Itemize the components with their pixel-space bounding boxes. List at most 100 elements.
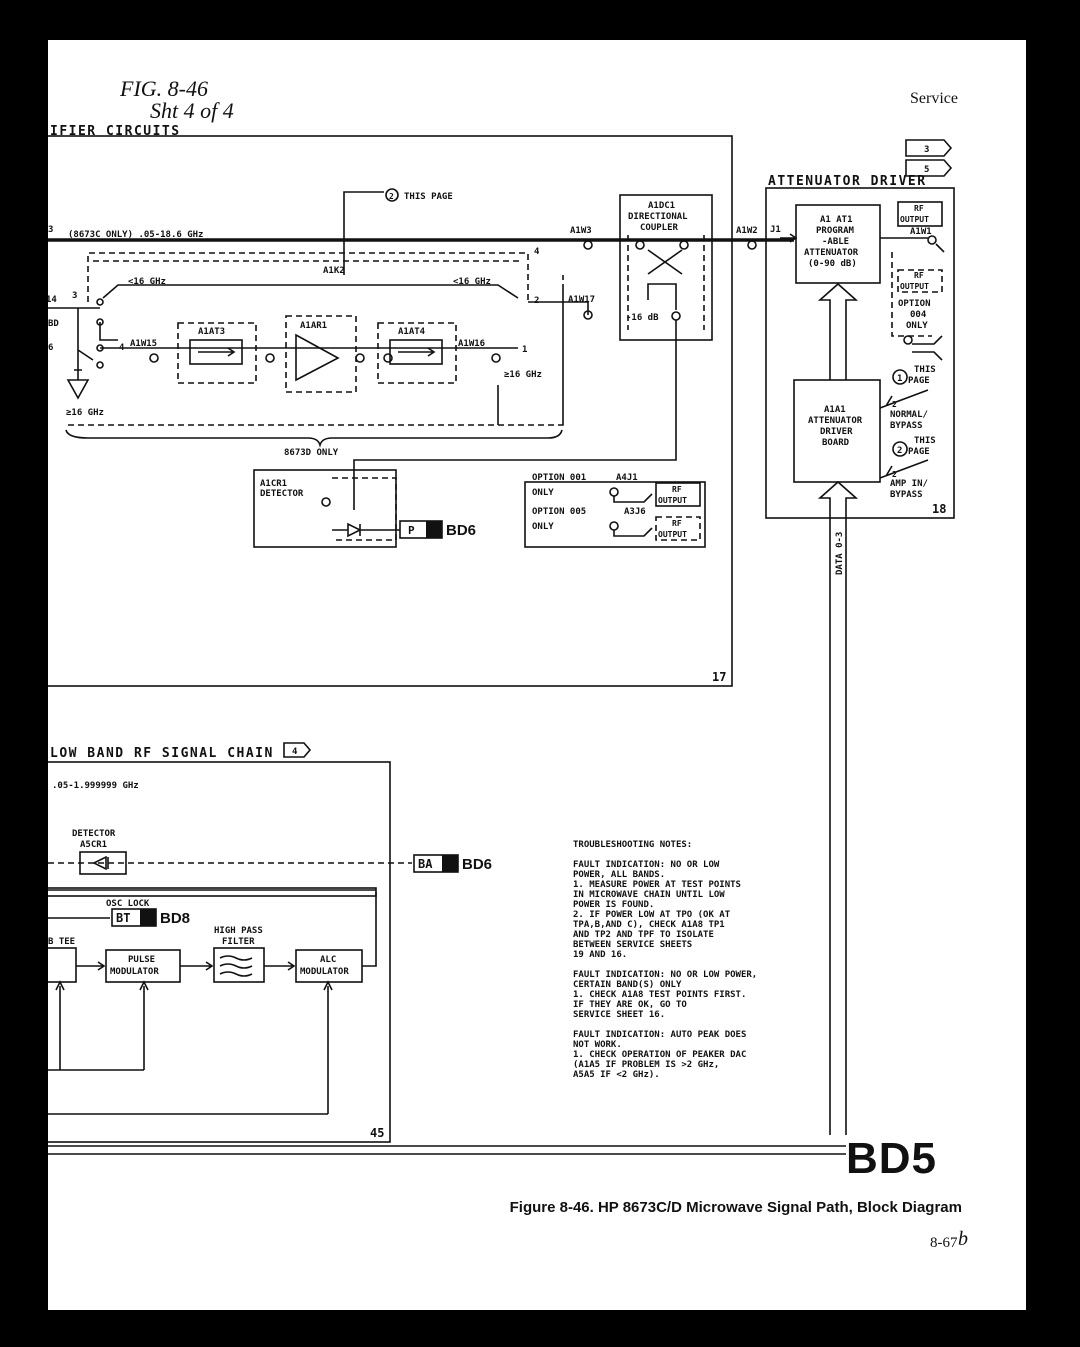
left-switch-lines: [48, 307, 118, 380]
connector: [383, 353, 393, 363]
low-detector-l1: DETECTOR: [72, 829, 116, 839]
this-page-marker-num: 2: [389, 192, 394, 201]
lt16-left: <16 GHz: [128, 277, 166, 287]
rf-output-top-l1: RF: [914, 204, 924, 213]
note-line: IN MICROWAVE CHAIN UNTIL LOW: [573, 890, 725, 900]
driver-line-3: DRIVER: [820, 427, 853, 437]
a1w17-connector: [583, 310, 593, 320]
note-line: POWER IS FOUND.: [573, 900, 654, 910]
rf-output-opt-l2: OUTPUT: [900, 282, 929, 291]
a1at3-box: [177, 322, 257, 384]
a1k2-label: A1K2: [323, 266, 345, 276]
option-line-1: OPTION: [898, 299, 931, 309]
this-page-marker: [385, 188, 399, 202]
a4j1-port: [609, 487, 619, 497]
rf-output-opt: [897, 269, 943, 293]
hp-filter-l1: HIGH PASS: [214, 926, 263, 936]
option-005-label: OPTION 005: [532, 507, 586, 517]
hp-filter-box: [213, 947, 265, 983]
coupler-port: [679, 240, 689, 250]
amp-in-l1: AMP IN/: [890, 479, 928, 489]
option-001-only: ONLY: [532, 488, 554, 498]
ge16-right: ≥16 GHz: [504, 370, 542, 380]
amp-circuits-border: [48, 135, 733, 687]
driver-control-arrow: [817, 282, 859, 380]
coupler-tap-port: [671, 311, 681, 321]
low-band-border: [48, 761, 391, 1143]
tee-label: B TEE: [48, 937, 75, 947]
node-2: 2: [534, 296, 539, 306]
figure-caption: Figure 8-46. HP 8673C/D Microwave Signal…: [510, 1199, 962, 1216]
normal-bypass-line: [879, 389, 929, 409]
note-line: BETWEEN SERVICE SHEETS: [573, 940, 692, 950]
this-page-1-l1: THIS: [914, 365, 936, 375]
detector-port: [321, 497, 331, 507]
options-leads: [613, 493, 653, 537]
driver-line-1: A1A1: [824, 405, 846, 415]
attenuator-sheet-number: 18: [932, 502, 946, 516]
rf-output-1: [655, 482, 701, 507]
note-line: CERTAIN BAND(S) ONLY: [573, 980, 682, 990]
tee-box: [48, 947, 77, 983]
ge16-left: ≥16 GHz: [66, 408, 104, 418]
note-line: 19 AND 16.: [573, 950, 627, 960]
this-page-leader: [343, 191, 384, 275]
detector-plug-label: P: [408, 524, 415, 537]
a1at3-element: [189, 339, 243, 365]
rf-output-top: [897, 201, 943, 227]
rf-output-2: [655, 516, 701, 541]
detector-dashed: [332, 477, 397, 541]
note-line: 1. CHECK OPERATION OF PEAKER DAC: [573, 1050, 746, 1060]
left-frag-bd: BD: [48, 319, 59, 329]
coupler-line-1: A1DC1: [648, 201, 675, 211]
bus-2b: 2: [892, 470, 897, 479]
a1at4-arrow: [398, 347, 436, 357]
bt-plug-fill: [140, 909, 156, 926]
lt16-through-path: [102, 284, 519, 299]
troubleshooting-notes: TROUBLESHOOTING NOTES:FAULT INDICATION: …: [573, 840, 757, 1080]
bt-plug-label: BT: [116, 911, 130, 925]
note-line: POWER, ALL BANDS.: [573, 870, 665, 880]
low-band-sheet-number: 45: [370, 1126, 384, 1140]
osc-lock-label: OSC LOCK: [106, 899, 150, 909]
coupler-box: [619, 194, 713, 341]
a1at3-label: A1AT3: [198, 327, 225, 337]
handwritten-figure-ref: FIG. 8-46: [119, 76, 208, 101]
a1w2-connector: [747, 240, 757, 250]
alc-mod-l1: ALC: [320, 955, 336, 965]
node-1: 1: [522, 345, 527, 355]
low-band-freq: .05-1.999999 GHz: [52, 781, 139, 791]
detector-plug-fill: [426, 521, 442, 538]
coupler-tap-loop: [647, 283, 677, 310]
this-page-note: THIS PAGE: [404, 192, 453, 202]
this-page-2-marker: [892, 441, 908, 457]
amplifier-triangle: [295, 333, 340, 382]
tee-control: [55, 980, 65, 1070]
a1at4-label: A1AT4: [398, 327, 426, 337]
option-line-3: ONLY: [906, 321, 928, 331]
rf-output-top-lead: [935, 243, 945, 253]
signal-path-label: (8673C ONLY) .05-18.6 GHz: [68, 230, 203, 240]
low-control-lines: [48, 1069, 328, 1115]
driver-line-4: BOARD: [822, 438, 850, 448]
block-id-large: BD5: [846, 1134, 937, 1183]
this-page-2-l2: PAGE: [908, 447, 930, 457]
a3j6-label: A3J6: [624, 507, 646, 517]
a4j1-label: A4J1: [616, 473, 638, 483]
only-8673d-label: 8673D ONLY: [284, 448, 339, 458]
data-bus-label: DATA 0-3: [835, 532, 845, 575]
handwritten-sheet-ref: Sht 4 of 4: [150, 98, 234, 123]
note-line: (A1A5 IF PROBLEM IS >2 GHz,: [573, 1060, 719, 1070]
path-node-3: 3: [48, 225, 53, 235]
amp-in-line: [879, 459, 929, 479]
amp-in-l2: BYPASS: [890, 490, 923, 500]
option-bracket: [891, 252, 932, 337]
option-004-port: [903, 335, 913, 345]
rf-output-top-l2: OUTPUT: [900, 215, 929, 224]
low-band-badge-num: 4: [292, 747, 298, 757]
page-suffix: b: [958, 1228, 968, 1250]
option-004-lead: [912, 335, 943, 361]
coupler-line-3: COUPLER: [640, 223, 679, 233]
alc-feedback: [362, 892, 377, 967]
coupler-db-label: -16 dB: [626, 313, 659, 323]
